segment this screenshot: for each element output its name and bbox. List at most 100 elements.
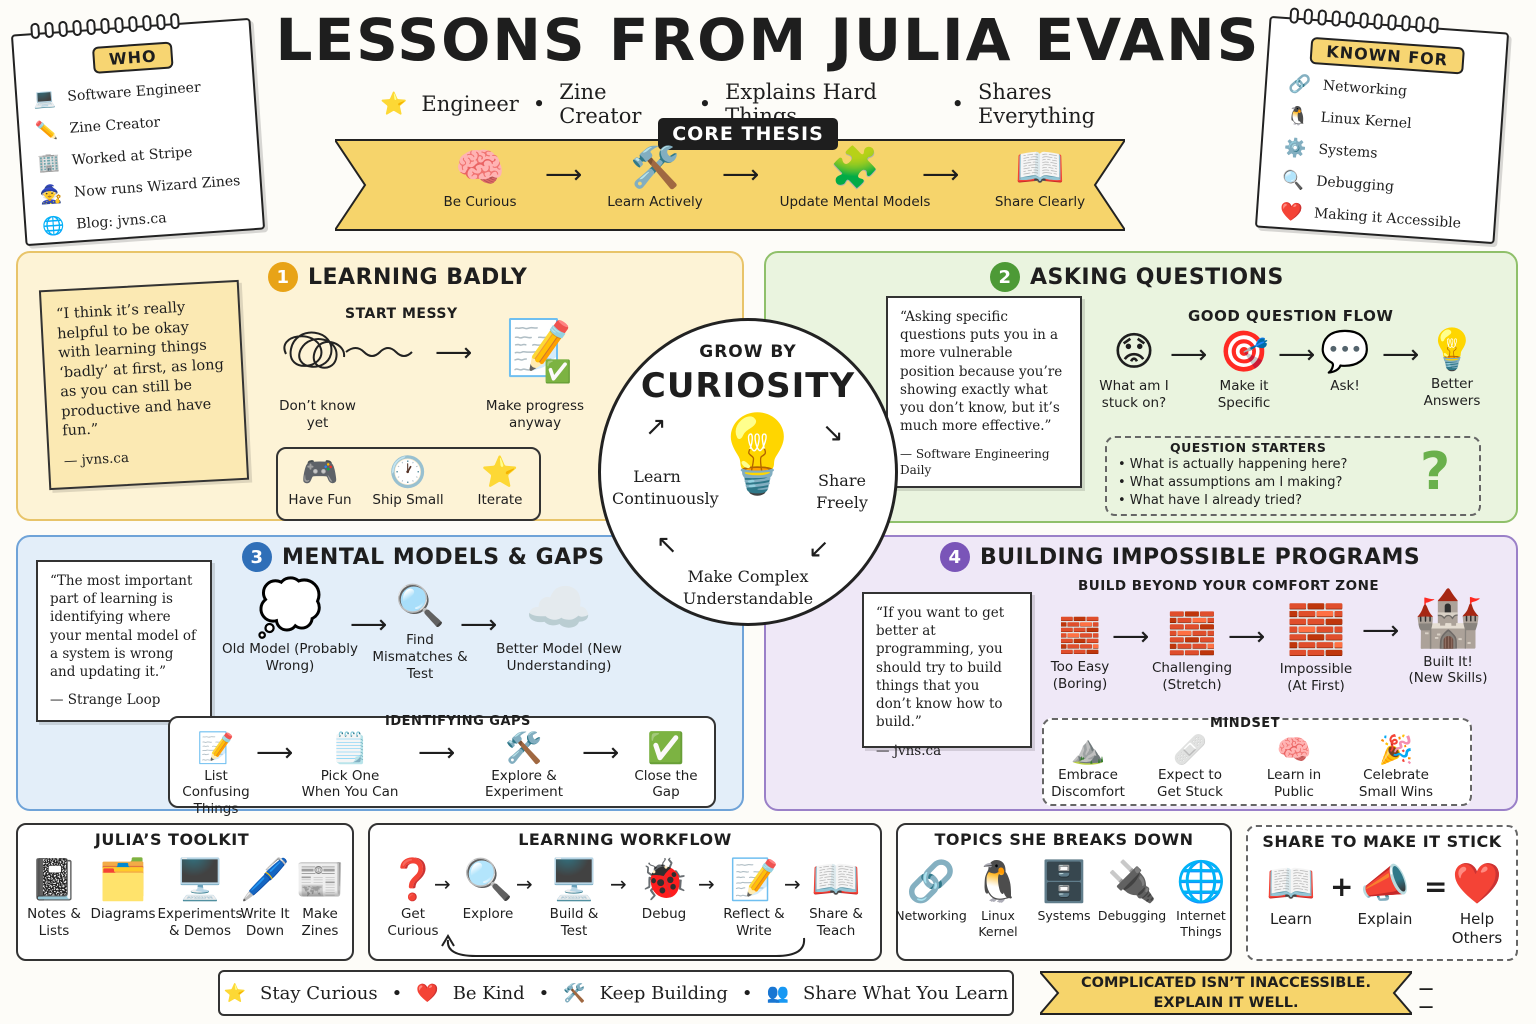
section-number: 2: [990, 262, 1020, 292]
question-starters: • What is actually happening here?• What…: [1118, 457, 1348, 509]
arrow-icon: ⟶: [1170, 340, 1208, 370]
book-icon: 📖: [1266, 861, 1316, 907]
magnifier-icon: 🔍: [463, 857, 513, 903]
section-number: 1: [268, 262, 298, 292]
laptop-icon: 💻: [32, 87, 57, 110]
core-thesis-label: CORE THESIS: [658, 118, 838, 150]
plug-icon: 🔌: [1107, 859, 1157, 905]
mindset-label: MINDSET: [1210, 716, 1281, 731]
subtitle-item: Engineer: [421, 92, 519, 116]
share-box: [1246, 825, 1518, 961]
yellow-brick-icon: 🧱: [1167, 611, 1217, 657]
gap-step: 🛠️Explore & Experiment: [484, 731, 563, 801]
core-step: 🛠️Learn Actively: [607, 145, 703, 210]
toolkit-box: [16, 823, 354, 961]
flow-step: 😟What am I stuck on?: [1099, 329, 1169, 411]
value-item: Be Kind: [452, 982, 525, 1004]
quote-card: “Asking specific questions puts you in a…: [886, 296, 1082, 488]
core-step: 📖Share Clearly: [994, 145, 1086, 210]
closing-banner-ribbon: [1040, 971, 1412, 1015]
equals-sign: =: [1424, 870, 1448, 903]
flow-step: 💡Better Answers: [1423, 327, 1481, 409]
brick-stack-icon: 🧱: [1286, 602, 1346, 658]
section-number: 4: [940, 542, 970, 572]
center-big-label: CURIOSITY: [640, 366, 856, 406]
tools-icon: 🛠️: [630, 145, 680, 191]
arrow-icon: ⟶: [418, 738, 456, 768]
emphasis-lines-icon: ⚊⚊: [1418, 974, 1435, 1013]
flow-step: Don’t know yet: [279, 398, 356, 431]
habit-item: ⭐Iterate: [477, 455, 523, 508]
gamepad-icon: 🎮: [301, 455, 339, 490]
starters-label: QUESTION STARTERS: [1170, 440, 1327, 455]
value-item: Share What You Learn: [802, 982, 1009, 1004]
toolkit-item: 📓Notes & Lists: [27, 857, 81, 939]
globe-icon: 🌐: [41, 214, 66, 238]
center-right-label: Share Freely: [816, 471, 868, 513]
habit-item: 🕐Ship Small: [372, 455, 444, 508]
center-curiosity-circle: [598, 318, 898, 626]
star-icon: ⭐: [380, 91, 408, 117]
star-icon: ⭐: [481, 455, 519, 490]
flow-label: BUILD BEYOND YOUR COMFORT ZONE: [1078, 578, 1380, 594]
arrow-icon: ⟶: [1362, 616, 1400, 646]
document-check-icon: 📝: [505, 316, 573, 379]
tools-icon: 🛠️: [505, 731, 543, 766]
gap-step: 📝List Confusing Things: [182, 731, 250, 818]
people-icon: 👥: [766, 982, 789, 1004]
who-card: WHO 💻Software Engineer ✏️Zine Creator 🏢W…: [10, 12, 266, 247]
share-item: 📣Explain: [1357, 861, 1413, 928]
brain-icon: 🧠: [1276, 733, 1312, 766]
mindset-item: 🎉Celebrate Small Wins: [1358, 733, 1434, 800]
target-icon: 🎯: [1219, 329, 1269, 375]
gears-icon: ⚙️: [1283, 136, 1308, 160]
toolkit-item: 🖊️Write It Down: [240, 857, 290, 939]
cycle-arrow-icon: ↗: [645, 412, 667, 442]
flow-step: 💬Ask!: [1320, 329, 1370, 394]
book-icon: 📖: [1015, 145, 1065, 191]
topic-item: 🌐Internet Things: [1176, 859, 1226, 939]
penguin-icon: 🐧: [973, 859, 1023, 905]
page-title: LESSONS FROM JULIA EVANS: [275, 6, 1261, 74]
build-step: 🧱Too Easy (Boring): [1050, 616, 1110, 693]
subtitle-item: Zine Creator: [559, 80, 642, 128]
wizard-hat-icon: 🧙: [39, 182, 64, 206]
core-step: 🧠Be Curious: [443, 145, 517, 210]
mountain-icon: ⛰️: [1070, 733, 1106, 766]
thought-cloud-icon: 💭: [256, 576, 324, 639]
mindset-item: 🧠Learn in Public: [1266, 733, 1322, 800]
who-tag: WHO: [92, 41, 174, 74]
gap-step: ✅Close the Gap: [634, 731, 698, 801]
flow-label: START MESSY: [345, 306, 458, 322]
code-window-icon: 🖥️: [549, 857, 599, 903]
closing-banner-text: COMPLICATED ISN’T INACCESSIBLE.EXPLAIN I…: [1081, 975, 1371, 1011]
identifying-gaps-box: [168, 716, 716, 808]
values-bar: ⭐Stay Curious• ❤️Be Kind• 🛠️Keep Buildin…: [218, 970, 1014, 1016]
arrow-icon: ⟶: [545, 160, 583, 190]
arrow-icon: →: [434, 872, 451, 896]
cycle-arrow-icon: ↙: [808, 534, 830, 564]
known-for-card: KNOWN FOR 🔗Networking 🐧Linux Kernel ⚙️Sy…: [1254, 7, 1510, 245]
castle-icon: 🏰: [1413, 586, 1483, 651]
subtitle: ⭐ Engineer• Zine Creator• Explains Hard …: [380, 80, 1160, 128]
bug-icon: 🐞: [639, 857, 689, 903]
arrow-icon: ⟶: [435, 338, 473, 368]
star-icon: ⭐: [223, 982, 247, 1004]
workflow-title: LEARNING WORKFLOW: [518, 830, 732, 849]
magnifier-icon: 🔍: [1281, 168, 1306, 192]
topic-item: 🔌Debugging: [1097, 859, 1167, 923]
share-item: 📖Learn: [1266, 861, 1316, 928]
center-bottom-label: Make Complex Understandable: [682, 567, 814, 609]
lightbulb-icon: 💡: [710, 409, 805, 498]
habit-item: 🎮Have Fun: [288, 455, 352, 508]
gaps-label: IDENTIFYING GAPS: [385, 714, 531, 729]
flow-step: 🎯Make it Specific: [1217, 329, 1271, 411]
subtitle-item: Shares Everything: [977, 80, 1096, 128]
notepad-icon: 📝: [729, 857, 779, 903]
center-left-label: Learn Continuously: [612, 467, 719, 509]
toolkit-item: 🗂️Diagrams: [90, 857, 156, 922]
arrow-icon: →: [610, 872, 627, 896]
check-icon: ✅: [647, 731, 685, 766]
loop-back-arrow-icon: [441, 934, 806, 957]
